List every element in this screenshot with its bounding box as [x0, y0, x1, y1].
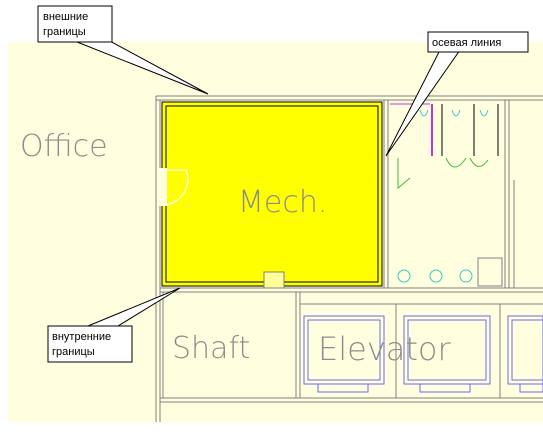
building-walls	[155, 95, 543, 422]
elevator-dividers	[300, 303, 543, 398]
outer-callout-line1: внешние	[43, 11, 88, 23]
shaft-room-label: Shaft	[172, 331, 250, 366]
centerline-callout-text: осевая линия	[432, 37, 501, 49]
centerline-callout: осевая линия	[385, 31, 529, 157]
centerline-callout-box	[427, 31, 529, 53]
inner-boundary-callout: внутренние границы	[47, 287, 181, 363]
office-room-label: Office	[20, 129, 108, 164]
mech-room-fill	[161, 101, 383, 287]
elevator-cabs	[303, 315, 543, 393]
mech-room: Mech.	[159, 101, 383, 289]
restroom-fixtures	[390, 103, 499, 283]
mech-room-label: Mech.	[238, 185, 327, 220]
mech-bottom-notch	[263, 271, 285, 289]
outer-callout-line2: границы	[43, 26, 86, 38]
outer-callout-box	[37, 5, 113, 43]
inner-callout-line2: границы	[52, 346, 95, 358]
inner-callout-line1: внутренние	[52, 331, 111, 343]
outer-boundary-callout: внешние границы	[37, 5, 209, 95]
inner-callout-box	[47, 325, 133, 363]
elevator-room-label: Elevator	[318, 330, 451, 368]
mech-door-opening	[159, 168, 167, 206]
mech-door-swing	[165, 169, 189, 206]
